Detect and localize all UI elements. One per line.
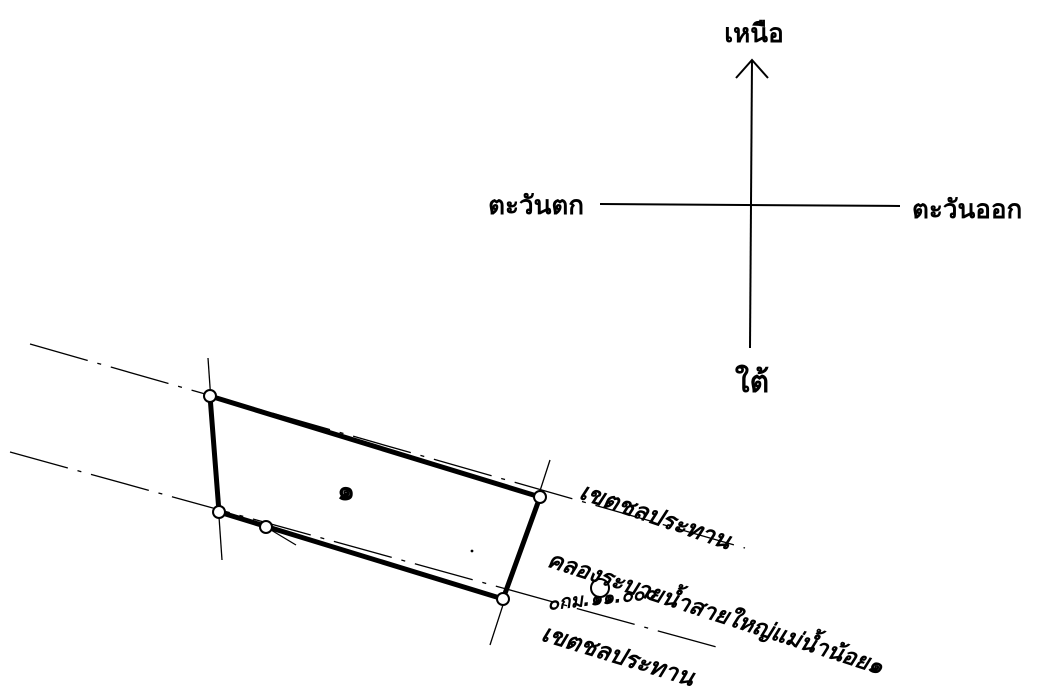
canal-kilometre-label: ๐กม.๑๑.๐๐๐ (546, 582, 658, 615)
parcel-corner-marker (203, 389, 217, 403)
parcel-polygon (207, 393, 543, 602)
parcel-corner-marker (533, 490, 547, 504)
compass-rose (599, 58, 901, 349)
parcel-number: ๑ (337, 474, 355, 507)
lower-boundary-line (9, 451, 721, 649)
parcel-corner-marker (212, 505, 226, 519)
south-label: ใต้ (735, 364, 769, 400)
upper-boundary-line (29, 343, 746, 549)
east-label: ตะวันออก (912, 195, 1022, 225)
west-label: ตะวันตก (488, 191, 584, 221)
upper-irrigation-boundary-label: เขตชลประทาน (576, 477, 736, 555)
north-arrow-icon (735, 58, 769, 79)
lower-irrigation-boundary-label: เขตชลประทาน (538, 619, 699, 692)
canal-kilometre-marker (259, 520, 273, 534)
north-label: เหนือ (724, 19, 783, 49)
stray-dot (470, 549, 474, 553)
canal-reference-circle (590, 578, 610, 598)
compass-horizontal-axis (599, 203, 901, 207)
compass-vertical-axis (749, 59, 753, 349)
parcel-corner-marker (496, 592, 510, 606)
